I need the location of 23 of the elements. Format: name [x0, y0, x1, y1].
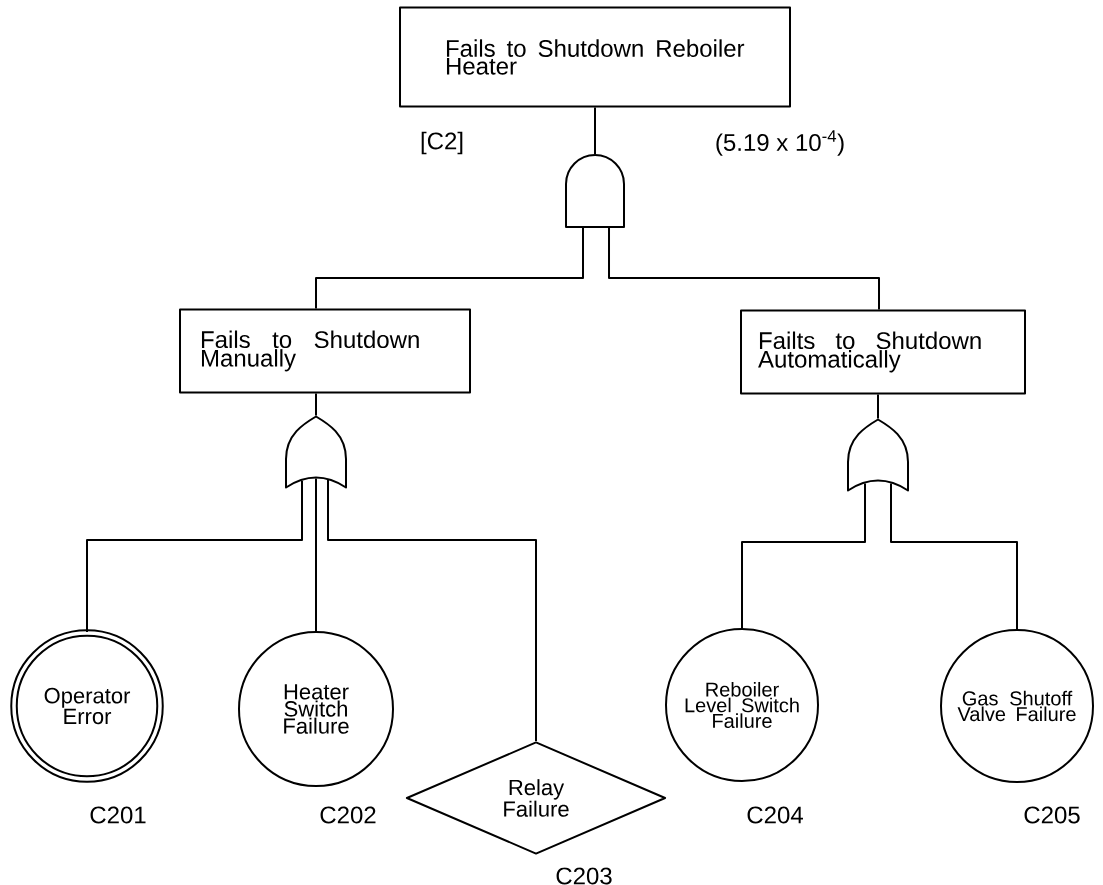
- event-box: Fails to Shutdown Reboiler Heater: [399, 6, 791, 108]
- or-gate: [847, 418, 909, 492]
- event-box: Failts to Shutdown Automatically: [740, 309, 1026, 395]
- event-code: C203: [556, 867, 612, 885]
- event-code: C202: [320, 806, 376, 824]
- event-code: C205: [1024, 806, 1080, 824]
- connector-line: [608, 227, 880, 311]
- connector-line: [315, 477, 317, 632]
- connector-line: [877, 393, 879, 420]
- connector-line: [327, 479, 537, 742]
- event-code: [C2]: [421, 131, 463, 155]
- connector-line: [86, 479, 303, 633]
- event-code: C201: [90, 806, 146, 824]
- connector-line: [315, 392, 317, 417]
- connector-line: [315, 227, 584, 310]
- event-code: C204: [747, 806, 803, 824]
- or-gate: [285, 415, 347, 489]
- and-gate: [565, 154, 625, 228]
- connector-line: [890, 482, 1018, 630]
- event-box: Fails to Shutdown Manually: [179, 308, 471, 394]
- connector-line: [594, 106, 596, 155]
- connector-line: [741, 482, 866, 629]
- probability-label: (5.19 x 10$^{-4}$): [716, 130, 844, 156]
